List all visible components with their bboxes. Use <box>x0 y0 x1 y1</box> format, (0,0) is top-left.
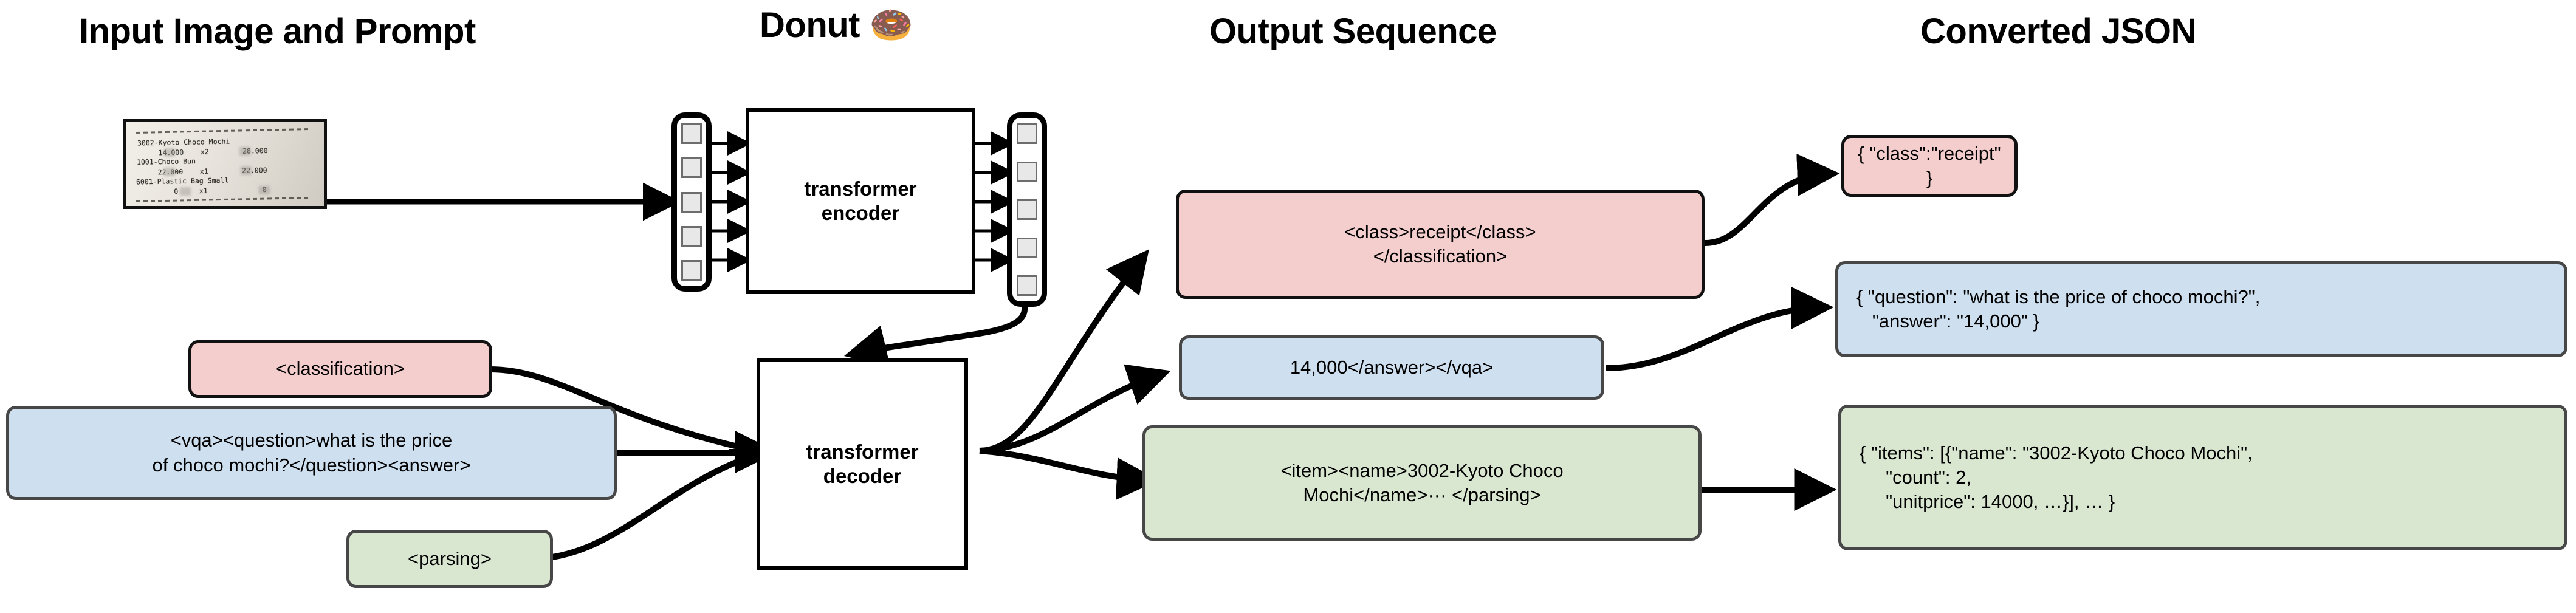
column-title-json: Converted JSON <box>1920 12 2196 51</box>
receipt-redaction <box>259 186 270 194</box>
output-vqa-box[interactable]: 14,000</answer></vqa> <box>1179 335 1604 400</box>
prompt-parsing-box[interactable]: <parsing> <box>346 530 553 588</box>
receipt-line-1: 3002-Kyoto Choco Mochi <box>137 137 230 148</box>
edge-decoder-to-vqa-output <box>979 364 1171 454</box>
edge-decoder-to-parsing-output <box>979 448 1159 500</box>
column-title-output: Output Sequence <box>1209 12 1497 51</box>
output-parsing-box[interactable]: <item><name>3002-Kyoto Choco Mochi</name… <box>1142 425 1702 541</box>
token-cell <box>681 123 702 144</box>
output-classification-box[interactable]: <class>receipt</class> </classification> <box>1176 190 1705 299</box>
transformer-encoder-box: transformer encoder <box>746 108 975 294</box>
column-title-model: Donut 🍩 <box>760 5 913 45</box>
receipt-divider-top <box>136 128 311 134</box>
token-cell <box>681 260 702 281</box>
prompt-vqa-box[interactable]: <vqa><question>what is the price of choc… <box>6 406 617 500</box>
prompt-classification-box[interactable]: <classification> <box>188 340 492 398</box>
edge-encoder-output-to-decoder <box>843 306 1028 368</box>
column-title-input: Input Image and Prompt <box>79 12 476 51</box>
receipt-line-6: 0 x1 0 <box>136 185 267 197</box>
receipt-paper: 3002-Kyoto Choco Mochi 14.000 x2 28.000 … <box>126 122 324 206</box>
encoder-input-token-strip <box>671 112 712 292</box>
token-cell <box>681 225 702 247</box>
token-cell <box>1017 123 1037 144</box>
receipt-redaction <box>164 168 175 176</box>
token-cell <box>1017 161 1037 182</box>
json-parsing-box[interactable]: { "items": [{"name": "3002-Kyoto Choco M… <box>1838 405 2567 550</box>
receipt-redaction <box>180 187 191 196</box>
token-cell <box>1017 275 1037 296</box>
receipt-divider-bottom <box>136 197 311 202</box>
token-cell <box>1017 199 1037 220</box>
edge-classification-output-to-json <box>1705 153 1840 246</box>
receipt-redaction <box>241 166 252 175</box>
edge-vqa-output-to-json <box>1605 286 1834 371</box>
json-vqa-box[interactable]: { "question": "what is the price of choc… <box>1835 261 2567 357</box>
receipt-redaction <box>164 148 175 157</box>
receipt-line-5: 6001-Plastic Bag Small <box>136 176 229 187</box>
json-classification-box[interactable]: { "class":"receipt" } <box>1841 135 2018 197</box>
receipt-redaction <box>239 147 250 156</box>
token-cell <box>681 157 702 179</box>
edge-decoder-to-classification-output <box>979 249 1149 454</box>
token-cell <box>1017 237 1037 258</box>
input-receipt-image: 3002-Kyoto Choco Mochi 14.000 x2 28.000 … <box>123 119 327 209</box>
edge-encoder-to-tokens <box>975 131 1015 272</box>
transformer-decoder-box: transformer decoder <box>757 358 968 570</box>
encoder-output-token-strip <box>1007 112 1047 307</box>
edge-tokens-to-encoder <box>712 131 752 272</box>
receipt-line-3: 1001-Choco Bun <box>136 157 196 166</box>
token-cell <box>681 191 702 213</box>
